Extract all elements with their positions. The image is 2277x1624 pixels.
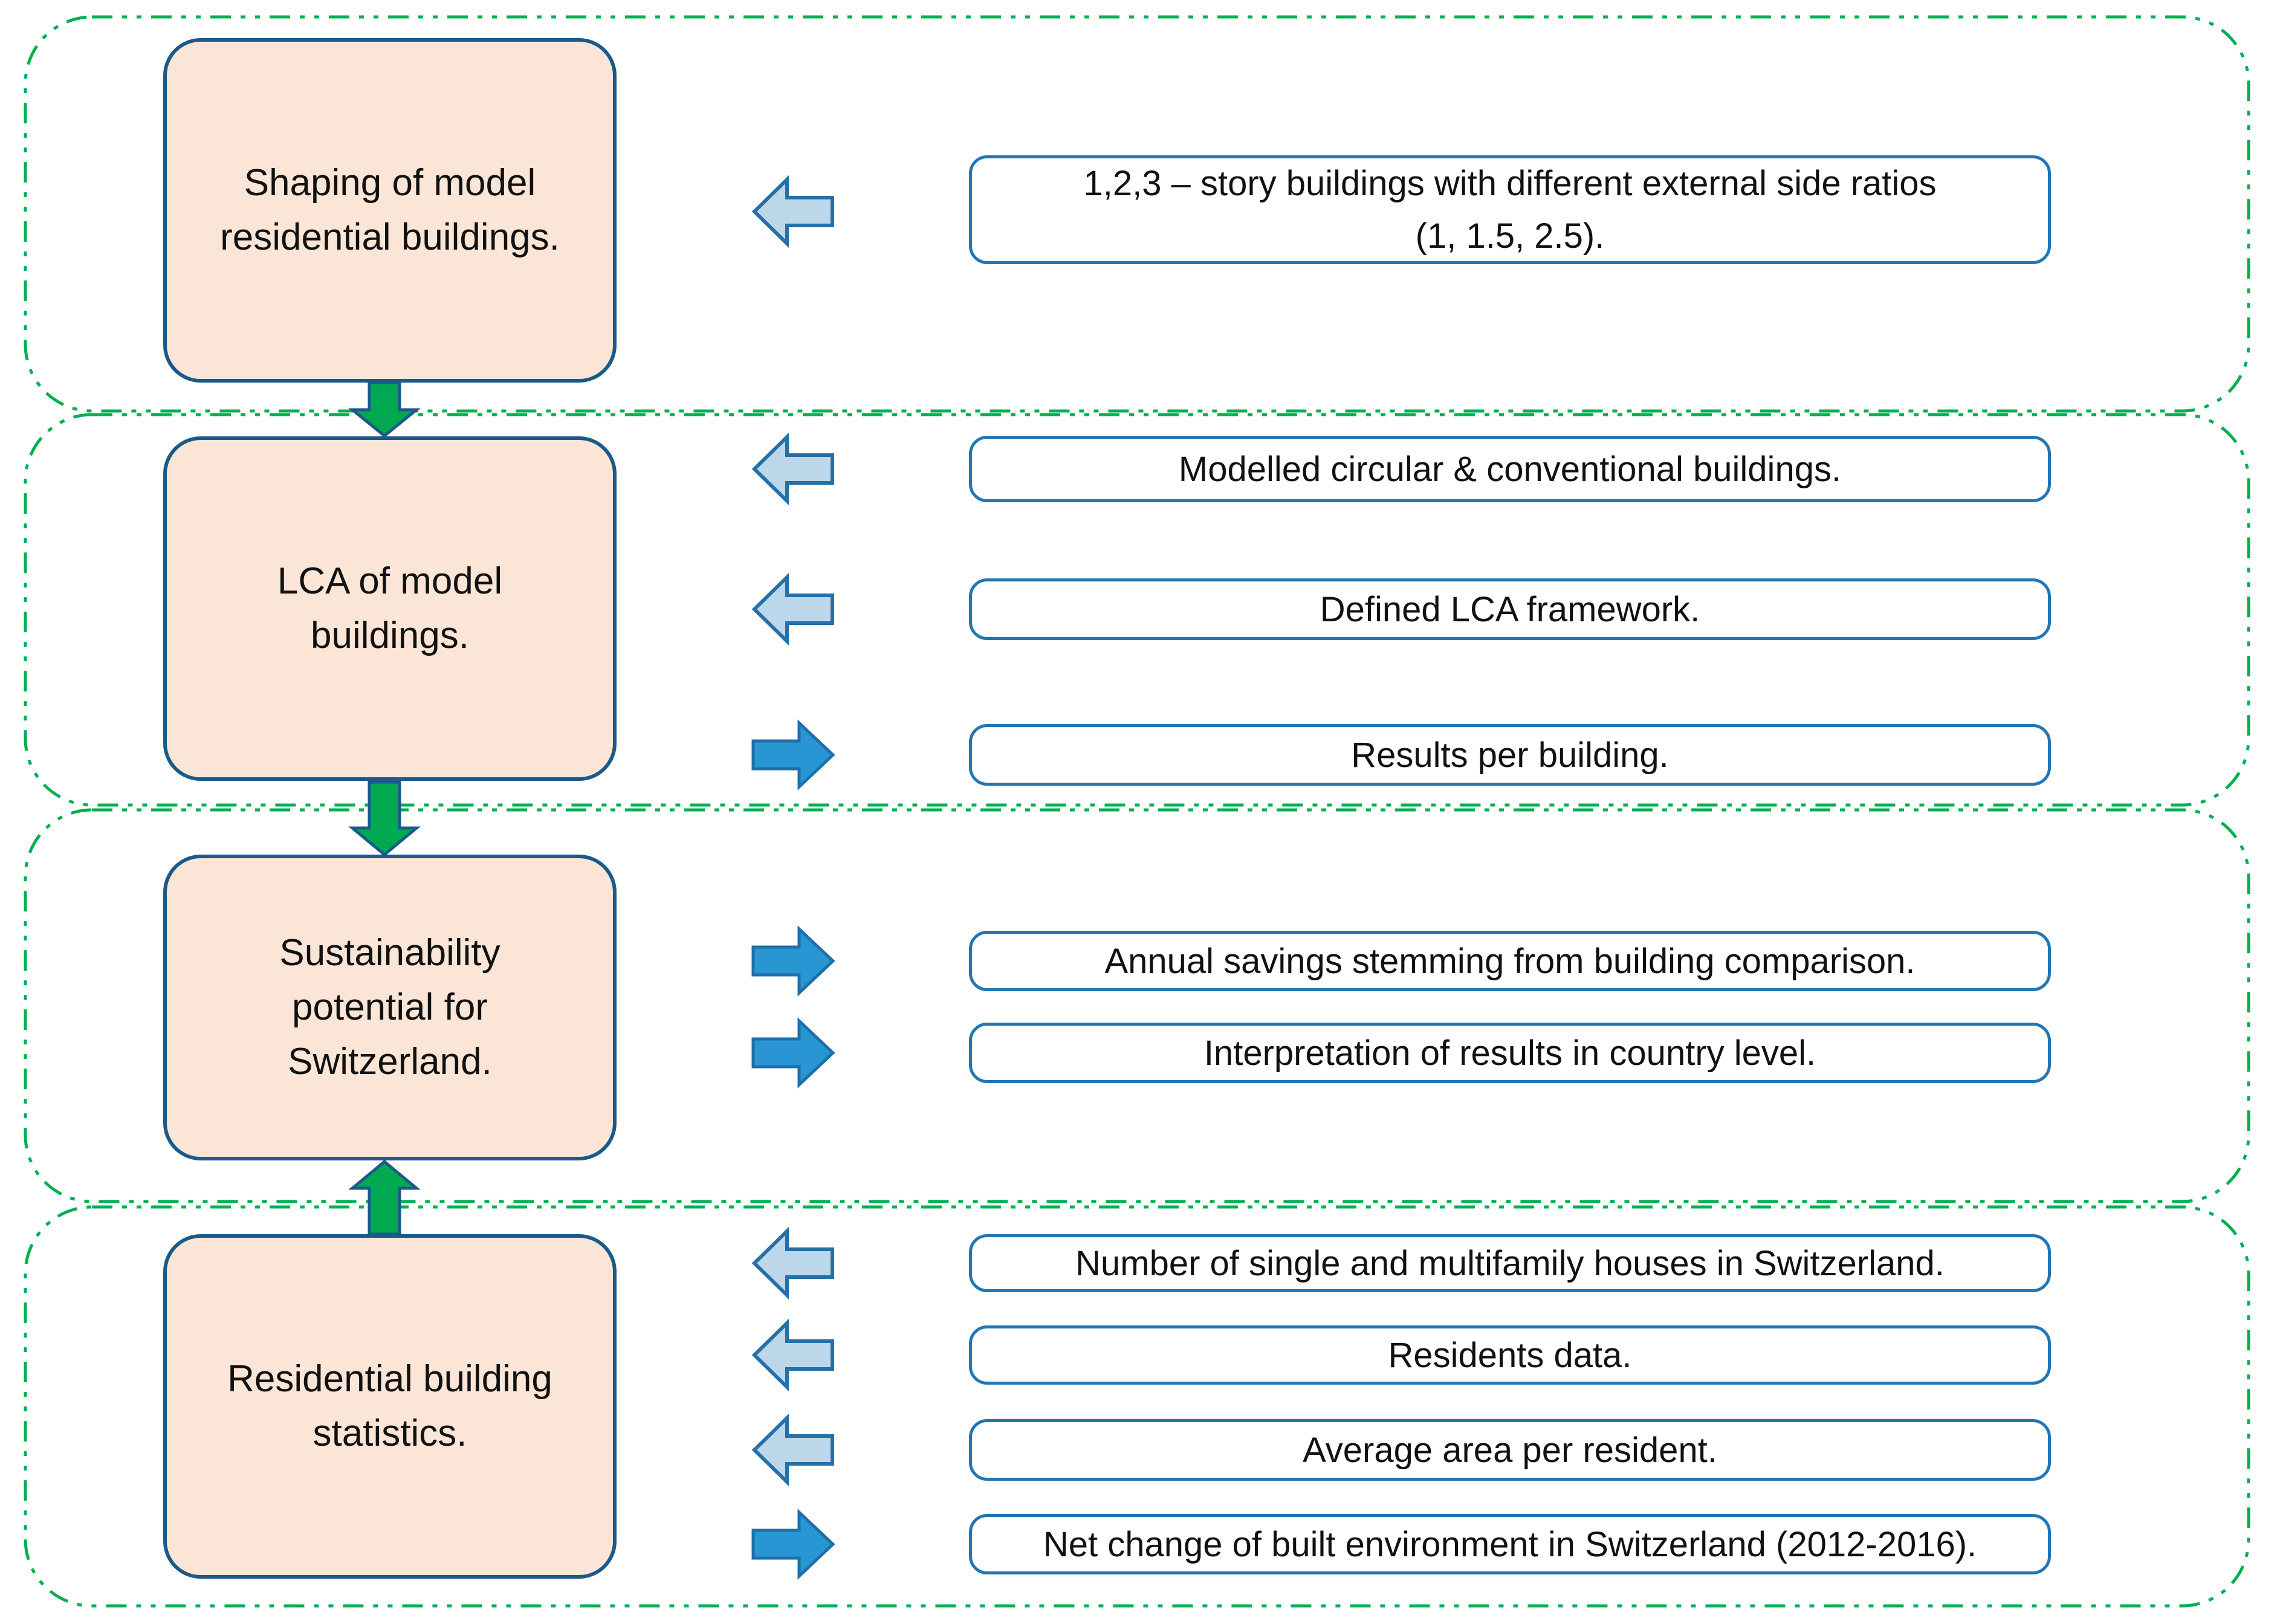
info-box: Net change of built environment in Switz… xyxy=(969,1514,2051,1574)
output-arrow-icon xyxy=(751,719,835,791)
info-text: Number of single and multifamily houses … xyxy=(1075,1243,1945,1283)
section-outline-stage-1 xyxy=(24,15,2250,413)
info-text: Defined LCA framework. xyxy=(1320,589,1700,629)
input-arrow-icon xyxy=(751,572,834,646)
info-box: Modelled circular & conventional buildin… xyxy=(969,436,2051,502)
info-text: 1,2,3 – story buildings with different e… xyxy=(1083,164,1937,256)
stage-label: LCA of model buildings. xyxy=(277,560,503,656)
flow-down-arrow-icon xyxy=(348,381,421,438)
info-box: Results per building. xyxy=(969,724,2051,786)
info-text: Average area per resident. xyxy=(1303,1430,1717,1470)
output-arrow-icon xyxy=(751,925,835,997)
info-text: Modelled circular & conventional buildin… xyxy=(1178,449,1842,489)
section-outline-stage-3 xyxy=(24,808,2250,1203)
output-arrow-icon xyxy=(751,1509,835,1580)
section-outline-stage-4 xyxy=(24,1205,2250,1608)
info-box: Number of single and multifamily houses … xyxy=(969,1234,2051,1292)
output-arrow-icon xyxy=(751,1017,835,1089)
info-text: Residents data. xyxy=(1388,1335,1632,1375)
info-text: Interpretation of results in country lev… xyxy=(1203,1033,1816,1073)
info-box: Average area per resident. xyxy=(969,1419,2051,1481)
stage-label: Sustainability potential for Switzerland… xyxy=(279,932,500,1082)
stage-box-shaping: Shaping of model residential buildings. xyxy=(163,38,617,383)
flow-up-arrow-icon xyxy=(348,1159,421,1236)
info-text: Annual savings stemming from building co… xyxy=(1104,941,1916,981)
input-arrow-icon xyxy=(751,432,834,506)
stage-label: Shaping of model residential buildings. xyxy=(220,162,560,258)
input-arrow-icon xyxy=(751,175,834,248)
input-arrow-icon xyxy=(751,1226,834,1300)
info-box: 1,2,3 – story buildings with different e… xyxy=(969,155,2051,264)
stage-box-lca: LCA of model buildings. xyxy=(163,436,617,781)
section-outline-stage-2 xyxy=(24,413,2250,807)
stage-box-statistics: Residential building statistics. xyxy=(163,1234,617,1579)
info-box: Defined LCA framework. xyxy=(969,578,2051,640)
flow-down-arrow-icon xyxy=(348,780,421,857)
stage-box-sustainability: Sustainability potential for Switzerland… xyxy=(163,855,617,1160)
input-arrow-icon xyxy=(751,1413,834,1487)
info-box: Residents data. xyxy=(969,1325,2051,1385)
info-box: Interpretation of results in country lev… xyxy=(969,1023,2051,1083)
stage-label: Residential building statistics. xyxy=(227,1358,552,1454)
info-box: Annual savings stemming from building co… xyxy=(969,931,2051,991)
info-text: Results per building. xyxy=(1351,735,1669,775)
info-text: Net change of built environment in Switz… xyxy=(1043,1524,1977,1564)
input-arrow-icon xyxy=(751,1318,834,1392)
